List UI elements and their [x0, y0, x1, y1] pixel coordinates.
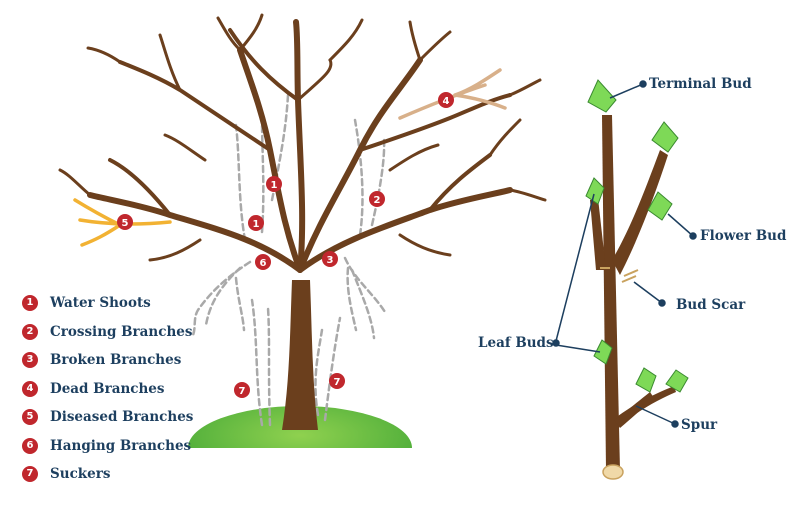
legend-label: Broken Branches — [50, 352, 182, 369]
marker-3: 3 — [322, 251, 338, 267]
legend-item: 5 Diseased Branches — [22, 403, 193, 432]
marker-6: 6 — [255, 254, 271, 270]
svg-text:6: 6 — [260, 258, 267, 269]
svg-text:4: 4 — [443, 96, 450, 107]
svg-text:2: 2 — [374, 195, 381, 206]
legend-item: 2 Crossing Branches — [22, 318, 193, 347]
dead-branch — [398, 68, 507, 120]
legend-number: 1 — [22, 295, 38, 312]
marker-4: 4 — [438, 92, 454, 108]
marker-2: 2 — [369, 191, 385, 207]
legend-label: Crossing Branches — [50, 323, 193, 340]
twig — [590, 115, 676, 480]
marker-1b: 1 — [248, 215, 264, 231]
leaf-bud-lower — [593, 339, 613, 365]
legend-number: 3 — [22, 352, 38, 369]
legend-number: 5 — [22, 409, 38, 426]
svg-text:7: 7 — [334, 377, 341, 388]
sucker-dashed-lines — [250, 298, 342, 427]
marker-5: 5 — [117, 214, 133, 230]
leaf-bud-upper — [585, 177, 605, 205]
marker-7a: 7 — [234, 382, 250, 398]
spur-bud-1 — [635, 367, 657, 393]
callout-lines — [552, 80, 697, 428]
dashed-branches — [191, 93, 387, 340]
legend: 1 Water Shoots 2 Crossing Branches 3 Broken… — [22, 289, 193, 489]
tree-branches — [58, 13, 547, 273]
marker-1a: 1 — [266, 176, 282, 192]
legend-number: 7 — [22, 466, 38, 483]
tree-trunk — [282, 280, 318, 430]
legend-item: 6 Hanging Branches — [22, 432, 193, 461]
legend-label: Dead Branches — [50, 380, 165, 397]
legend-number: 4 — [22, 380, 38, 397]
svg-text:1: 1 — [253, 219, 260, 230]
spur-bud-2 — [665, 369, 689, 393]
label-terminal-bud: Terminal Bud — [649, 76, 752, 92]
tree-markers: 1 1 2 3 4 5 6 7 7 — [117, 92, 454, 398]
flower-bud-2 — [647, 191, 673, 221]
legend-number: 2 — [22, 323, 38, 340]
flower-bud — [651, 121, 679, 153]
label-leaf-buds: Leaf Buds — [478, 335, 554, 351]
buds — [585, 79, 689, 393]
legend-item: 3 Broken Branches — [22, 346, 193, 375]
label-spur: Spur — [681, 417, 718, 433]
legend-item: 7 Suckers — [22, 460, 193, 489]
marker-7b: 7 — [329, 373, 345, 389]
legend-item: 4 Dead Branches — [22, 375, 193, 404]
legend-label: Suckers — [50, 466, 111, 483]
label-flower-bud: Flower Bud — [700, 228, 787, 244]
terminal-bud — [587, 79, 617, 113]
legend-number: 6 — [22, 437, 38, 454]
svg-text:1: 1 — [271, 180, 278, 191]
svg-text:7: 7 — [239, 386, 246, 397]
svg-text:5: 5 — [122, 218, 129, 229]
legend-item: 1 Water Shoots — [22, 289, 193, 318]
label-bud-scar: Bud Scar — [676, 297, 746, 313]
legend-label: Hanging Branches — [50, 437, 192, 454]
svg-text:3: 3 — [327, 255, 334, 266]
legend-label: Water Shoots — [50, 295, 151, 312]
legend-label: Diseased Branches — [50, 409, 194, 426]
